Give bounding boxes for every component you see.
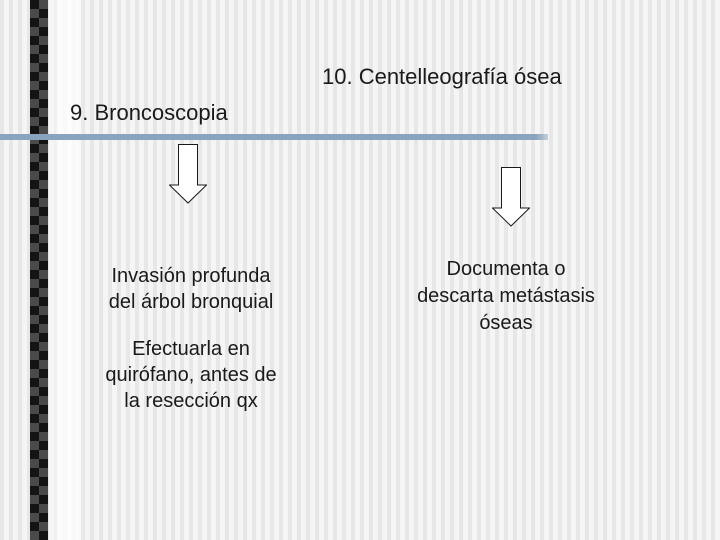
left-text-invasion: Invasión profunda del árbol bronquial	[78, 263, 304, 315]
text-line: Efectuarla en	[132, 338, 250, 360]
down-arrow-icon	[169, 144, 207, 204]
text-line: Invasión profunda	[111, 265, 271, 287]
text-line: la resección qx	[124, 390, 258, 412]
title-underline-rule	[0, 134, 548, 140]
down-arrow-icon	[492, 167, 530, 227]
right-text-documenta: Documenta o descarta metástasis óseas	[396, 256, 616, 337]
text-line: descarta metástasis	[417, 285, 595, 307]
slide-title-broncoscopia: 9. Broncoscopia	[70, 100, 228, 125]
checkered-accent-bar	[30, 0, 48, 540]
text-line: del árbol bronquial	[108, 291, 274, 313]
left-text-efectuarla: Efectuarla en quirófano, antes de la res…	[78, 336, 304, 414]
text-line: quirófano, antes de	[105, 364, 277, 386]
text-line: Documenta o	[446, 258, 566, 280]
text-line: óseas	[479, 312, 533, 334]
slide-title-centelleografia: 10. Centelleografía ósea	[322, 64, 562, 89]
